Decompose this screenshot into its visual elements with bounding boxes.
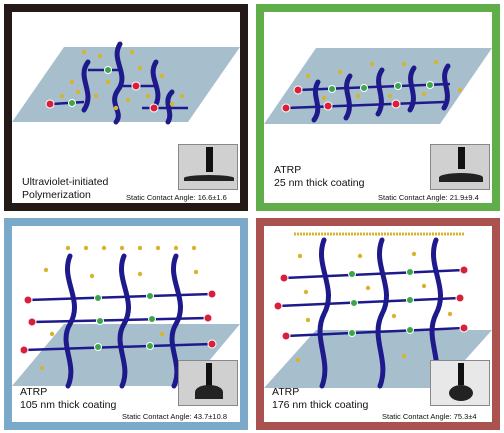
node-markers — [273, 265, 469, 341]
polymer-network — [63, 253, 183, 389]
crosslinker-dots — [305, 59, 463, 101]
panel-title: Ultraviolet-initiated Polymerization — [22, 176, 108, 202]
panel-title-line: ATRP — [20, 386, 48, 398]
panel-title-line: 25 nm thick coating — [274, 177, 365, 189]
contact-angle-label: Static Contact Angle: 21.9±9.4 — [378, 193, 479, 202]
uv-network-diagram — [12, 41, 240, 125]
panel-title: ATRP 25 nm thick coating — [274, 164, 364, 190]
panel-title-line: ATRP — [272, 386, 300, 398]
crosslinker-dots — [39, 245, 199, 371]
panel-title: ATRP 105 nm thick coating — [20, 386, 116, 412]
substrate-plane — [12, 47, 240, 122]
node-markers — [19, 289, 217, 355]
polymer-network — [311, 63, 451, 123]
node-markers — [281, 81, 434, 113]
contact-angle-label: Static Contact Angle: 16.6±1.6 — [126, 193, 227, 202]
node-markers — [45, 66, 159, 113]
chain-links — [23, 292, 213, 352]
crosslinker-dots — [59, 49, 185, 111]
contact-angle-label: Static Contact Angle: 75.3±4 — [382, 412, 477, 421]
panel-atrp-176nm: ATRP 176 nm thick coating Static Contact… — [256, 218, 500, 430]
contact-angle-photo — [430, 144, 490, 190]
chain-links — [277, 268, 465, 338]
panel-atrp-25nm: ATRP 25 nm thick coating Static Contact … — [256, 4, 500, 211]
panel-atrp-105nm: ATRP 105 nm thick coating Static Contact… — [4, 218, 248, 430]
panel-uv-polymerization: Ultraviolet-initiated Polymerization Sta… — [4, 4, 248, 211]
crosslinker-dots — [295, 251, 453, 363]
panel-title-line: Ultraviolet-initiated — [22, 176, 109, 188]
panel-title-line: 105 nm thick coating — [20, 399, 117, 411]
panel-title-line: Polymerization — [22, 189, 91, 201]
panel-title-line: ATRP — [274, 164, 302, 176]
chain-links — [285, 82, 451, 110]
contact-angle-photo — [178, 360, 238, 406]
contact-angle-label: Static Contact Angle: 43.7±10.8 — [122, 412, 228, 421]
contact-angle-photo — [430, 360, 490, 406]
atrp-25nm-network-diagram — [264, 48, 492, 124]
panel-title: ATRP 176 nm thick coating — [272, 386, 368, 412]
contact-angle-photo — [178, 144, 238, 190]
panel-title-line: 176 nm thick coating — [272, 399, 369, 411]
